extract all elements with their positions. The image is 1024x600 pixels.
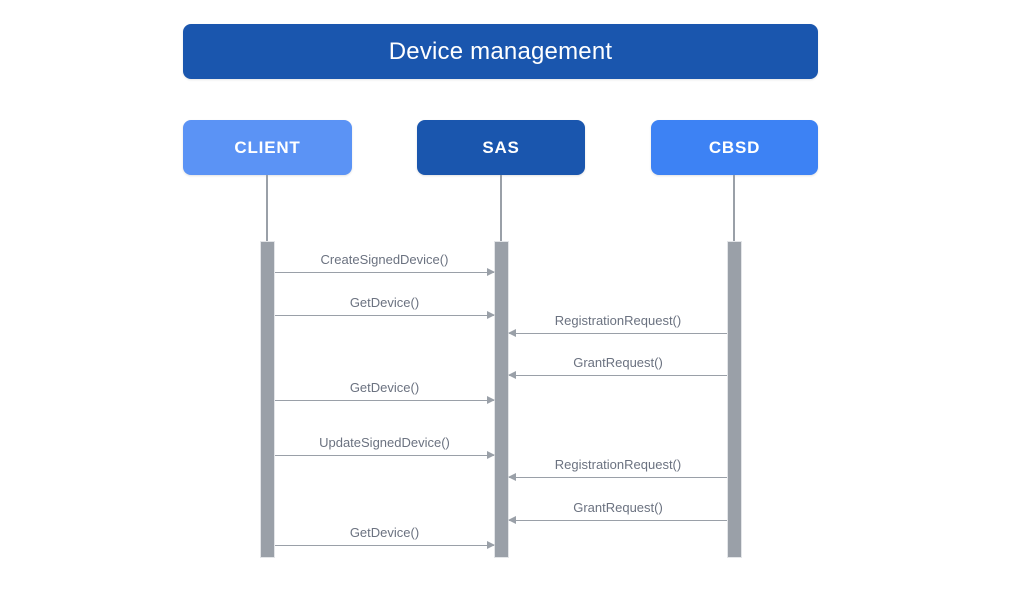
message-line bbox=[275, 272, 494, 273]
message-arrowhead-right bbox=[487, 541, 495, 549]
message-label: RegistrationRequest() bbox=[554, 456, 682, 472]
message-line bbox=[509, 477, 727, 478]
message-label: GrantRequest() bbox=[573, 354, 663, 370]
message-label: UpdateSignedDevice() bbox=[319, 434, 450, 450]
message-arrowhead-right bbox=[487, 268, 495, 276]
lifeline-cbsd bbox=[733, 175, 735, 241]
message-label: GetDevice() bbox=[349, 379, 420, 395]
participant-client[interactable]: CLIENT bbox=[183, 120, 352, 175]
message-arrowhead-right bbox=[487, 396, 495, 404]
activation-bar-cbsd bbox=[727, 241, 742, 558]
participant-cbsd-label: CBSD bbox=[708, 138, 761, 157]
message-arrowhead-left bbox=[508, 329, 516, 337]
participant-client-label: CLIENT bbox=[234, 138, 301, 157]
message-line bbox=[275, 315, 494, 316]
message-line bbox=[275, 545, 494, 546]
message-label: CreateSignedDevice() bbox=[320, 251, 449, 267]
message-label: GetDevice() bbox=[349, 294, 420, 310]
activation-bar-client bbox=[260, 241, 275, 558]
message-arrowhead-right bbox=[487, 311, 495, 319]
message-label: GrantRequest() bbox=[573, 499, 663, 515]
diagram-title: Device management bbox=[388, 37, 613, 65]
message-line bbox=[275, 455, 494, 456]
participant-sas[interactable]: SAS bbox=[417, 120, 585, 175]
participant-sas-label: SAS bbox=[482, 138, 520, 157]
message-label: RegistrationRequest() bbox=[554, 312, 682, 328]
message-arrowhead-right bbox=[487, 451, 495, 459]
lifeline-client bbox=[266, 175, 268, 241]
message-line bbox=[509, 520, 727, 521]
message-line bbox=[509, 333, 727, 334]
lifeline-sas bbox=[500, 175, 502, 241]
message-label: GetDevice() bbox=[349, 524, 420, 540]
message-arrowhead-left bbox=[508, 516, 516, 524]
message-line bbox=[275, 400, 494, 401]
diagram-title-bar: Device management bbox=[183, 24, 818, 79]
participant-cbsd[interactable]: CBSD bbox=[651, 120, 818, 175]
message-line bbox=[509, 375, 727, 376]
message-arrowhead-left bbox=[508, 371, 516, 379]
message-arrowhead-left bbox=[508, 473, 516, 481]
activation-bar-sas bbox=[494, 241, 509, 558]
